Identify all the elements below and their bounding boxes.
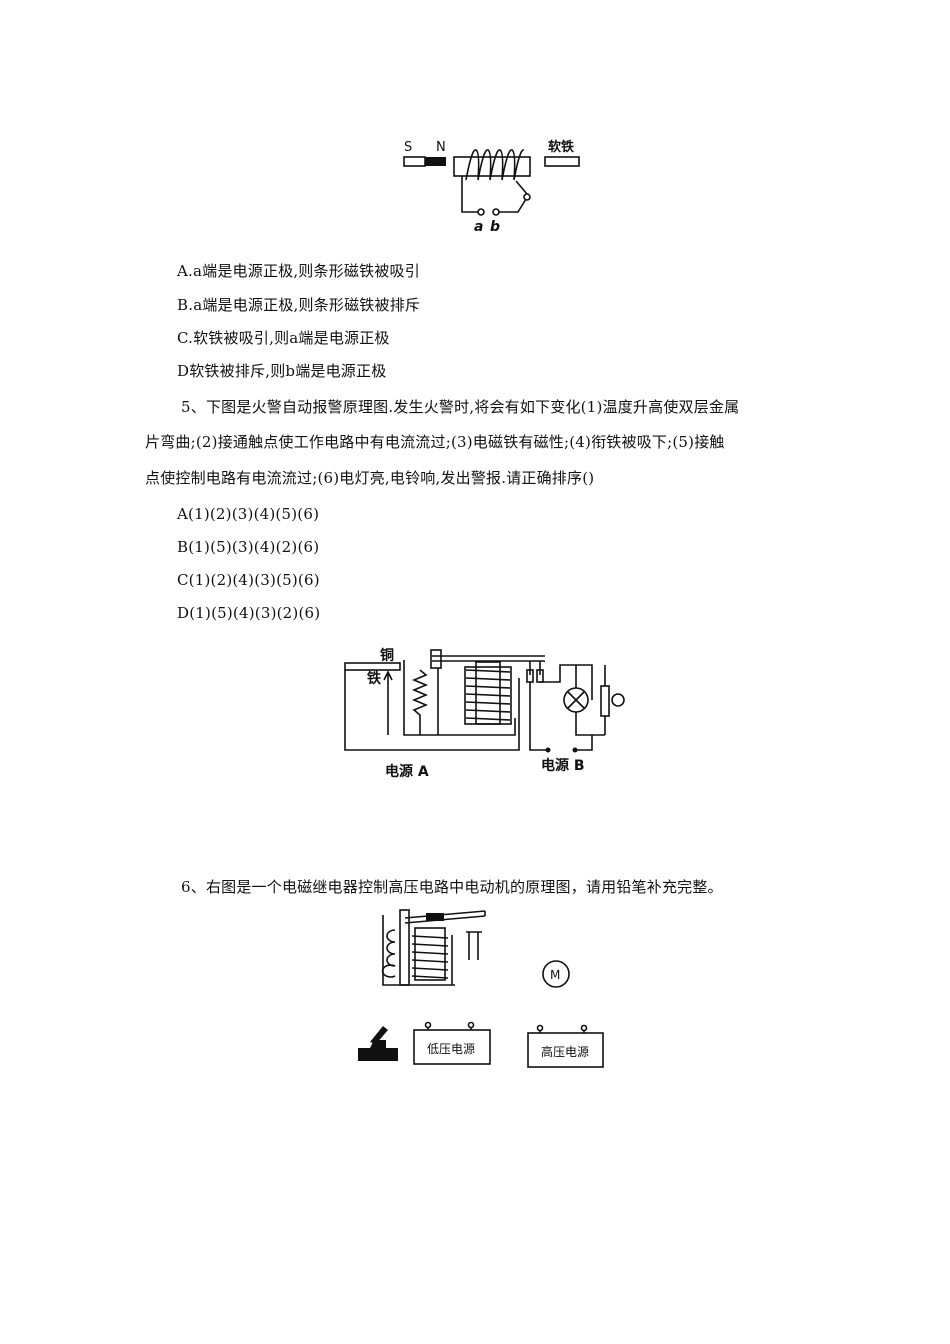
label-motor: M [550, 968, 560, 982]
relay-spring-3 [381, 929, 396, 978]
solenoid-core [453, 156, 531, 177]
figure-solenoid: S N 软铁 a b [403, 139, 580, 235]
q4-option-b: B.a端是电源正极,则条形磁铁被排斥 [177, 296, 421, 314]
lamp-wires [575, 665, 605, 736]
high-terminal-posts [539, 1031, 585, 1033]
q5-text-line-1: 5、下图是火警自动报警原理图.发生火警时,将会有如下变化(1)温度升高使双层金属 [181, 398, 740, 416]
relay-spring [411, 669, 429, 735]
label-iron: 铁 [367, 670, 381, 687]
figure-relay-motor: M 低压电源 高压电源 [358, 909, 604, 1068]
low-terminal-posts [427, 1028, 472, 1030]
switch-icon [358, 1040, 398, 1061]
q5-option-c: C(1)(2)(4)(3)(5)(6) [177, 571, 320, 589]
q5-text-line-3: 点使控制电路有电流流过;(6)电灯亮,电铃响,发出警报.请正确排序() [145, 469, 595, 487]
label-soft-iron: 软铁 [548, 139, 574, 155]
armature-lever [432, 655, 545, 662]
lever-pivot-3 [399, 909, 410, 986]
label-power-b: 电源 B [541, 757, 585, 774]
relay-frame [403, 660, 516, 736]
armature-lever-3 [404, 910, 486, 924]
q6-text: 6、右图是一个电磁继电器控制高压电路中电动机的原理图，请用铅笔补充完整。 [181, 878, 723, 896]
label-power-a: 电源 A [385, 763, 429, 780]
soft-iron-bar [544, 156, 580, 167]
power-b-terminal-1 [545, 747, 551, 753]
low-terminal-2 [467, 1021, 475, 1029]
relay-coil [465, 669, 511, 721]
solenoid-wire-right [499, 198, 527, 213]
label-a: a [474, 219, 483, 235]
switch-lever [370, 1026, 388, 1044]
label-b: b [490, 219, 500, 235]
motor-icon [542, 960, 570, 988]
q4-option-c: C.软铁被吸引,则a端是电源正极 [177, 329, 390, 347]
bimetal-arrow [383, 670, 393, 735]
low-voltage-box [413, 1029, 491, 1065]
terminal-a [477, 208, 485, 216]
bar-magnet-n [425, 157, 446, 166]
bell-dome [611, 693, 625, 707]
figure-fire-alarm: 铜 铁 电源 A 电源 B [344, 647, 625, 780]
q5-text-line-2: 片弯曲;(2)接通触点使工作电路中有电流流过;(3)电磁铁有磁性;(4)衔铁被吸… [145, 433, 725, 451]
label-high-voltage: 高压电源 [541, 1044, 589, 1059]
contact-pins-3 [466, 931, 482, 960]
lever-pivot [430, 649, 442, 669]
switch-arm [515, 180, 528, 195]
solenoid-coil [465, 149, 525, 181]
q5-option-d: D(1)(5)(4)(3)(2)(6) [177, 604, 321, 622]
contact-a [529, 661, 541, 675]
label-low-voltage: 低压电源 [427, 1042, 475, 1056]
q5-option-a: A(1)(2)(3)(4)(5)(6) [177, 505, 320, 523]
working-circuit-wire [529, 664, 593, 751]
relay-coil-3 [411, 935, 449, 979]
q5-option-b: B(1)(5)(3)(4)(2)(6) [177, 538, 320, 556]
q4-option-d: D软铁被排斥,则b端是电源正极 [177, 362, 387, 380]
lamp-cross [567, 691, 585, 709]
label-s: S [404, 140, 412, 155]
label-n: N [436, 140, 446, 155]
high-terminal-2 [580, 1024, 588, 1032]
relay-frame-3 [382, 915, 455, 986]
high-voltage-box [527, 1032, 604, 1068]
control-circuit-wire [344, 670, 520, 751]
label-copper: 铜 [380, 647, 394, 664]
bimetal-strip [344, 662, 401, 671]
q4-option-a: A.a端是电源正极,则条形磁铁被吸引 [177, 262, 420, 280]
high-terminal-1 [536, 1024, 544, 1032]
solenoid-wire-left [461, 176, 478, 213]
coil-outline [464, 666, 512, 725]
power-b-terminal-2 [572, 747, 578, 753]
low-terminal-1 [424, 1021, 432, 1029]
armature-block [426, 913, 444, 921]
